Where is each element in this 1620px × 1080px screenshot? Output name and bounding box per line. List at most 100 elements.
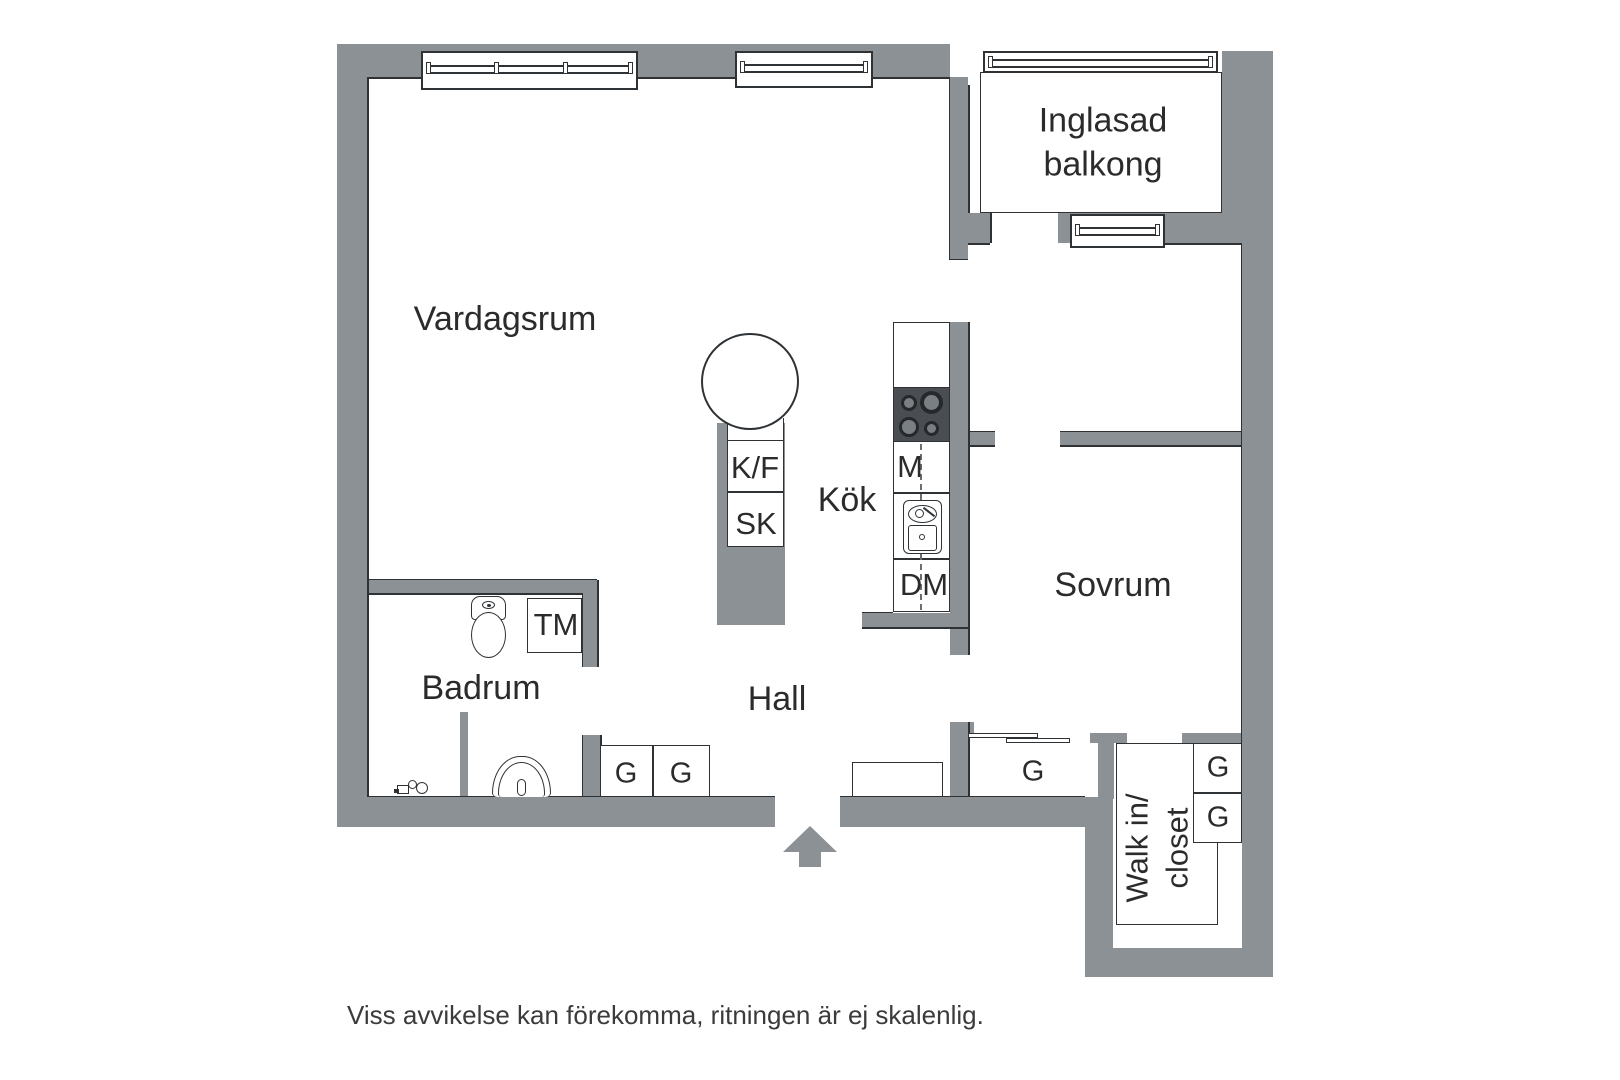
label-cabinet: SK <box>735 506 777 542</box>
edge-kitchen-stub-bottom <box>862 627 968 629</box>
label-wardrobe-sovrum: G <box>1021 755 1045 788</box>
edge-tm-corner <box>597 580 599 667</box>
edge-sovrum-stub <box>968 722 970 797</box>
edge-balcony-wall-end <box>950 258 968 260</box>
label-dishwasher: DM <box>899 567 949 603</box>
edge-passage-left <box>968 85 970 213</box>
window-mullion <box>494 62 499 74</box>
fridge-freezer-box <box>727 440 784 492</box>
entrance-arrow-stem <box>799 851 821 867</box>
edge-bedroom-wall-bottom <box>1060 445 1242 447</box>
wall-bathroom-top <box>367 580 597 593</box>
wall-closet-bottom <box>1085 948 1273 977</box>
edge-top <box>367 77 950 79</box>
edge-stub-top <box>968 430 995 432</box>
window-glass <box>1079 227 1156 236</box>
label-hall: Hall <box>747 680 807 719</box>
hall-cabinet <box>852 762 943 797</box>
edge-kitchen-stub-top <box>862 611 893 613</box>
label-inglasad-balkong: Inglasad balkong <box>1039 99 1168 186</box>
window-livingroom-2 <box>735 51 873 88</box>
wall-bottom-left <box>337 797 775 827</box>
sliding-door-panel <box>968 733 1038 738</box>
edge-bathroom-ceiling <box>367 593 583 595</box>
window-tick <box>1208 56 1213 68</box>
burner-icon <box>901 395 917 411</box>
label-wardrobe-hall-2: G <box>669 757 693 790</box>
edge-step-right <box>990 213 992 243</box>
edge-bathroom-wall-top <box>367 578 597 580</box>
label-walkin-line1: Walk in/ <box>1119 793 1155 903</box>
window-tick <box>988 56 993 68</box>
toilet-bowl-icon <box>471 612 506 658</box>
window-tick <box>426 62 431 74</box>
wall-balcony-step <box>968 213 990 243</box>
edge-bottom-left <box>367 795 775 797</box>
edge-balcony-left-wall <box>948 77 950 260</box>
wall-balcony-right <box>1222 51 1273 243</box>
label-wardrobe-hall-1: G <box>614 757 638 790</box>
toilet-button-dot <box>486 603 491 607</box>
edge-left <box>367 77 369 796</box>
wall-closet-jamb-cap <box>1090 733 1127 743</box>
sliding-door-panel <box>1006 738 1070 743</box>
window-balcony-bottom <box>1070 214 1165 248</box>
burner-icon <box>924 421 939 436</box>
wardrobe-closet-1 <box>1193 743 1242 793</box>
wall-closet-left <box>1085 797 1113 948</box>
balcony-floor-outline <box>980 72 1222 213</box>
window-tick <box>740 61 745 73</box>
wall-kitchen-stub <box>862 613 968 627</box>
label-wardrobe-closet-1: G <box>1206 751 1230 784</box>
wall-kitchen <box>950 322 968 655</box>
label-wardrobe-closet-2: G <box>1206 801 1230 834</box>
wall-bedroom-top <box>1060 432 1242 445</box>
label-badrum: Badrum <box>421 669 541 708</box>
label-balkong: balkong <box>1043 145 1163 183</box>
window-tick <box>1075 224 1080 236</box>
burner-icon <box>920 391 943 414</box>
edge-bathroom-right-upper <box>581 593 583 667</box>
window-tick <box>628 62 633 74</box>
wall-sovrum-closet-stub <box>950 722 968 797</box>
shower-mixer-knob <box>416 782 428 794</box>
label-walk-in-closet: Walk in/ closet <box>1117 793 1196 902</box>
label-walkin-line2: closet <box>1159 807 1194 889</box>
edge-bottom-right <box>840 795 1085 797</box>
wall-bottom-right <box>840 797 1085 827</box>
edge-step-bottom <box>968 243 990 245</box>
window-glass <box>430 65 629 74</box>
shower-mixer-spout <box>394 789 399 793</box>
label-fridge-freezer: K/F <box>730 450 780 486</box>
disclaimer-text: Viss avvikelse kan förekomma, ritningen … <box>347 1000 984 1030</box>
label-washing-machine: TM <box>533 607 579 643</box>
drain-dot <box>919 534 925 540</box>
wall-bathroom-corner <box>583 593 597 667</box>
entrance-arrow-icon <box>783 826 837 852</box>
window-tick <box>1155 224 1160 236</box>
wall-hall-closet-stub <box>583 735 600 797</box>
cabinet-box <box>727 492 784 547</box>
wall-balcony-left <box>950 77 968 260</box>
edge-bathroom-right-lower <box>581 735 583 797</box>
edge-right-wall <box>1240 243 1242 797</box>
label-sovrum: Sovrum <box>1054 566 1172 605</box>
wall-closet-jamb-stem <box>1098 743 1114 799</box>
window-mullion <box>563 62 568 74</box>
round-table-icon <box>701 333 799 430</box>
wall-left <box>337 44 367 827</box>
burner-icon <box>899 417 919 437</box>
wall-right <box>1242 243 1273 977</box>
label-micro: M <box>897 449 923 485</box>
window-tick <box>863 61 868 73</box>
edge-passage-top <box>1165 243 1242 245</box>
edge-bedroom-wall-top <box>1060 430 1242 432</box>
wardrobe-hall-2 <box>653 745 710 797</box>
balcony-glazing <box>983 51 1218 73</box>
wall-shower-partition <box>460 712 468 797</box>
label-inglasad: Inglasad <box>1038 101 1168 140</box>
label-vardagsrum: Vardagsrum <box>413 300 597 339</box>
wall-passage-stub <box>968 432 995 445</box>
window-glass <box>992 59 1209 68</box>
